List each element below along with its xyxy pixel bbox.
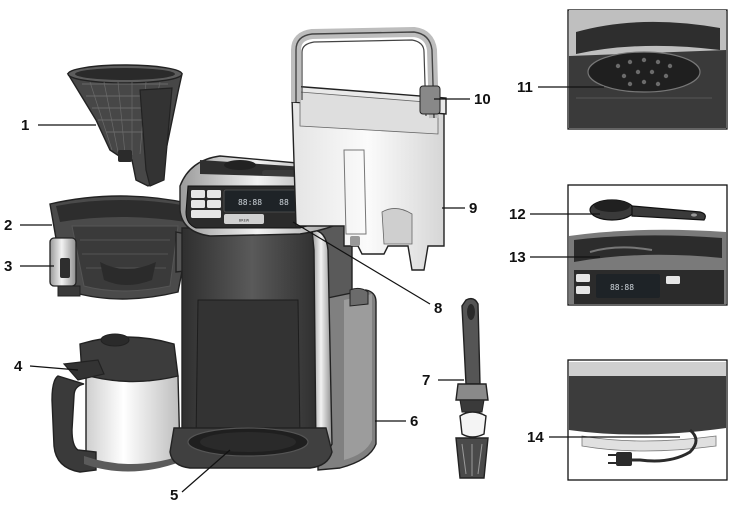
callout-7: 7	[422, 372, 430, 389]
callout-14: 14	[527, 429, 544, 446]
power-cord	[630, 428, 698, 463]
callout-10: 10	[474, 91, 491, 108]
inset-scoop: 88:88	[567, 184, 728, 306]
leader-lines	[20, 86, 680, 493]
water-filter-holder	[455, 297, 489, 479]
showerhead	[587, 51, 701, 93]
callout-5: 5	[170, 487, 178, 504]
callout-1: 1	[21, 117, 29, 134]
display-cups: 88	[279, 198, 289, 207]
callout-6: 6	[410, 413, 418, 430]
callout-9: 9	[469, 200, 477, 217]
coffee-maker-body: BREW 88:88 88	[169, 155, 377, 471]
inset-display	[596, 274, 660, 298]
callout-11: 11	[517, 79, 533, 96]
callout-12: 12	[509, 206, 526, 223]
callout-8: 8	[434, 300, 442, 317]
brew-basket	[49, 195, 197, 300]
inset-display-time: 88:88	[610, 283, 634, 292]
inset-showerhead	[567, 9, 728, 130]
callout-2: 2	[4, 217, 12, 234]
callout-13: 13	[509, 249, 526, 266]
filter-basket	[66, 64, 183, 187]
callout-4: 4	[14, 358, 23, 375]
brew-button[interactable]	[224, 214, 264, 224]
water-reservoir	[291, 27, 447, 271]
display-time: 88:88	[238, 198, 262, 207]
power-plug	[616, 452, 632, 466]
callout-3: 3	[4, 258, 12, 275]
brew-button-label: BREW	[239, 219, 250, 223]
callout-numbers: 1 2 3 4 5 6 7 8 9 10 11 12 13 14	[4, 79, 544, 504]
inset-power-cord	[567, 359, 728, 481]
thermal-carafe	[51, 333, 181, 473]
